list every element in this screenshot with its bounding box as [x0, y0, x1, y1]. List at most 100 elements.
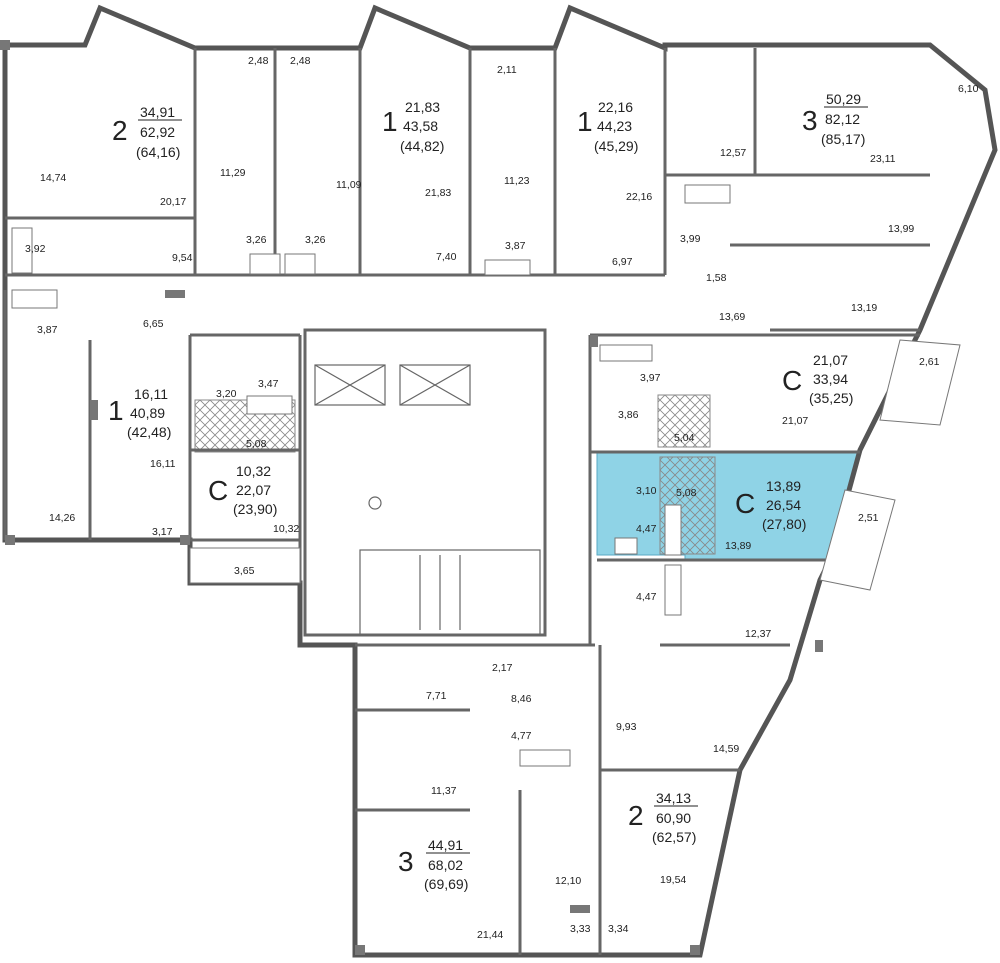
room-area: 23,11 — [870, 153, 896, 165]
room-area: 3,10 — [636, 485, 657, 497]
room-area: 2,48 — [248, 55, 269, 67]
room-area: 4,47 — [636, 523, 657, 535]
room-area: 3,86 — [618, 409, 639, 421]
room-area: 3,26 — [305, 234, 326, 246]
unit-total-area: 22,07 — [236, 482, 271, 498]
unit-living-area: 34,91 — [140, 104, 175, 120]
unit-living-area: 50,29 — [826, 91, 861, 107]
room-area: 9,54 — [172, 252, 193, 264]
unit-type: 1 — [577, 106, 593, 137]
unit-type: 1 — [108, 395, 124, 426]
room-area: 3,34 — [608, 923, 629, 935]
unit-area-with-balcony: (69,69) — [424, 876, 468, 892]
room-area: 13,89 — [725, 540, 751, 552]
room-area: 14,74 — [40, 172, 66, 184]
outer-wall — [2, 4, 998, 958]
room-area: 5,04 — [674, 432, 695, 444]
unit-type: С — [735, 488, 755, 519]
unit-area-with-balcony: (35,25) — [809, 390, 853, 406]
unit-label-uc-w: С 10,32 22,07 (23,90) — [208, 463, 277, 517]
unit-label-u3-s: 3 44,91 68,02 (69,69) — [398, 837, 470, 892]
room-area: 5,08 — [246, 438, 267, 450]
columns — [0, 40, 823, 955]
unit-living-area: 16,11 — [134, 386, 168, 402]
unit-living-area: 44,91 — [428, 837, 463, 853]
room-area: 11,23 — [504, 175, 530, 187]
unit-label-uc-e1: С 21,07 33,94 (35,25) — [782, 352, 853, 406]
room-area: 21,44 — [477, 929, 503, 941]
room-area: 3,33 — [570, 923, 591, 935]
room-area: 13,69 — [719, 311, 745, 323]
room-area-labels: 2,48 2,48 2,11 6,10 14,74 20,17 11,29 11… — [25, 55, 979, 941]
bath-fixtures — [11, 184, 731, 767]
hatched-zone-2 — [657, 394, 711, 448]
unit-total-area: 62,92 — [140, 124, 175, 140]
unit-total-area: 60,90 — [656, 810, 691, 826]
room-area: 3,17 — [152, 526, 173, 538]
room-area: 3,87 — [37, 324, 58, 336]
unit-area-with-balcony: (45,29) — [594, 138, 638, 154]
room-area: 12,37 — [745, 628, 771, 640]
unit-label-u3-ne: 3 50,29 82,12 (85,17) — [802, 91, 868, 147]
unit-area-with-balcony: (62,57) — [652, 829, 696, 845]
room-area: 3,99 — [680, 233, 701, 245]
room-area: 3,20 — [216, 388, 237, 400]
room-area: 10,32 — [273, 523, 299, 535]
unit-label-u1-n1: 1 21,83 43,58 (44,82) — [382, 99, 444, 154]
room-area: 21,07 — [782, 415, 808, 427]
unit-label-u2-se: 2 34,13 60,90 (62,57) — [628, 790, 698, 845]
room-area: 3,97 — [640, 372, 661, 384]
room-area: 13,19 — [851, 302, 877, 314]
room-area: 1,58 — [706, 272, 727, 284]
balconies — [189, 339, 961, 591]
unit-total-area: 33,94 — [813, 371, 848, 387]
room-area: 6,65 — [143, 318, 164, 330]
unit-label-u1-w: 1 16,11 40,89 (42,48) — [108, 386, 171, 440]
room-area: 2,61 — [919, 356, 940, 368]
unit-label-uc-e2: С 13,89 26,54 (27,80) — [735, 478, 806, 532]
room-area: 2,51 — [858, 512, 879, 524]
unit-area-with-balcony: (23,90) — [233, 501, 277, 517]
unit-area-with-balcony: (64,16) — [136, 144, 180, 160]
room-area: 4,77 — [511, 730, 532, 742]
unit-total-area: 68,02 — [428, 857, 463, 873]
unit-living-area: 22,16 — [598, 99, 633, 115]
room-area: 2,17 — [492, 662, 513, 674]
room-area: 11,09 — [336, 179, 362, 191]
room-area: 3,65 — [234, 565, 255, 577]
room-area: 12,10 — [555, 875, 581, 887]
room-area: 11,29 — [220, 167, 246, 179]
room-area: 7,40 — [436, 251, 457, 263]
room-area: 3,47 — [258, 378, 279, 390]
room-area: 7,71 — [426, 690, 447, 702]
room-area: 22,16 — [626, 191, 652, 203]
room-area: 14,59 — [713, 743, 739, 755]
unit-total-area: 43,58 — [403, 118, 438, 134]
unit-living-area: 21,83 — [405, 99, 440, 115]
room-area: 20,17 — [160, 196, 186, 208]
unit-total-area: 40,89 — [130, 405, 165, 421]
room-area: 2,11 — [497, 64, 517, 76]
core — [314, 364, 541, 636]
room-area: 3,92 — [25, 243, 46, 255]
unit-type: 2 — [112, 115, 128, 146]
unit-type: С — [208, 475, 228, 506]
unit-type: 3 — [802, 105, 818, 136]
unit-area-with-balcony: (42,48) — [127, 424, 171, 440]
unit-living-area: 13,89 — [766, 478, 801, 494]
room-area: 21,83 — [425, 187, 451, 199]
room-area: 6,10 — [958, 83, 979, 95]
room-area: 14,26 — [49, 512, 75, 524]
unit-label-u2-nw: 2 34,91 62,92 (64,16) — [112, 104, 182, 160]
room-area: 5,08 — [676, 487, 697, 499]
unit-total-area: 26,54 — [766, 497, 801, 513]
unit-label-u1-n2: 1 22,16 44,23 (45,29) — [577, 99, 638, 154]
unit-total-area: 82,12 — [825, 111, 860, 127]
unit-living-area: 10,32 — [236, 463, 271, 479]
room-area: 3,87 — [505, 240, 526, 252]
interior-walls — [3, 48, 930, 955]
unit-living-area: 21,07 — [813, 352, 848, 368]
unit-type: С — [782, 365, 802, 396]
room-area: 8,46 — [511, 693, 532, 705]
